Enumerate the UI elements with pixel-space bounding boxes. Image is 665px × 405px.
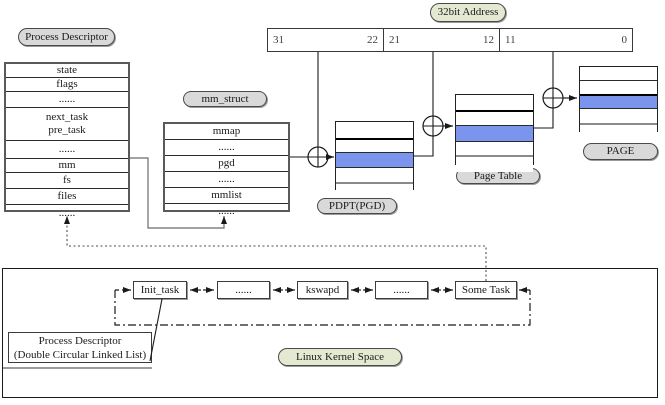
adder-icon	[307, 146, 329, 168]
callout-line1: Process Descriptor	[38, 334, 122, 347]
callout-line2: (Double Circular Linked List)	[13, 348, 147, 361]
task-kswapd: kswapd	[297, 281, 348, 299]
bit-high: 21	[389, 34, 400, 46]
field-row-flags: flags	[6, 78, 128, 92]
field-row-state: state	[6, 64, 128, 78]
address-segment-directory: 31 22	[268, 29, 384, 51]
task-ellipsis: ......	[217, 281, 270, 299]
task-init-task: Init_task	[133, 281, 187, 299]
process-descriptor-label: Process Descriptor	[18, 28, 115, 46]
page-table-row	[456, 142, 533, 157]
page-label: PAGE	[583, 143, 658, 160]
page-table-row	[456, 112, 533, 126]
process-descriptor-table: state flags ...... next_task pre_task ..…	[4, 62, 130, 219]
bit-high: 11	[505, 34, 516, 46]
task-ellipsis: ......	[375, 281, 428, 299]
field-row-ellipsis: ......	[165, 140, 288, 156]
adder-icon	[422, 115, 444, 137]
callout-double-circular-linked-list: Process Descriptor (Double Circular Link…	[8, 332, 152, 363]
linux-kernel-space-label: Linux Kernel Space	[278, 348, 402, 366]
page-frame-table	[579, 66, 658, 139]
field-row-mm: mm	[6, 159, 128, 173]
pdpt-to-adder-line	[414, 136, 434, 157]
field-row-ellipsis: ......	[165, 172, 288, 188]
field-row-ellipsis: ......	[6, 141, 128, 159]
field-row-ellipsis: ......	[58, 207, 76, 219]
page-row	[580, 125, 657, 139]
task-some-task: Some Task	[455, 281, 517, 299]
page-table-row	[456, 95, 533, 112]
page-table	[455, 94, 534, 172]
bit-low: 22	[367, 34, 378, 46]
page-row-highlighted	[580, 96, 657, 109]
pdpt-row-highlighted	[336, 153, 413, 168]
address-segment-offset: 11 0	[500, 29, 632, 51]
pdpt-table	[335, 121, 414, 197]
pdpt-row	[336, 168, 413, 184]
field-row-fs: fs	[6, 173, 128, 189]
field-row-mmlist: mmlist	[165, 188, 288, 204]
pdpt-row	[336, 140, 413, 153]
field-row-pgd: pgd	[165, 156, 288, 172]
32bit-address-label: 32bit Address	[430, 3, 506, 22]
page-row	[580, 81, 657, 96]
bit-low: 0	[621, 34, 628, 46]
field-row-files: files	[6, 189, 128, 205]
bit-high: 31	[273, 34, 284, 46]
page-table-row	[456, 157, 533, 172]
field-pre-task: pre_task	[48, 124, 86, 136]
32bit-address-box: 31 22 21 12 11 0	[267, 28, 633, 52]
page-row	[580, 109, 657, 125]
page-table-row-highlighted	[456, 126, 533, 142]
field-row-ellipsis: ......	[6, 92, 128, 108]
pdpt-row	[336, 184, 413, 197]
pdpt-pgd-label: PDPT(PGD)	[317, 198, 397, 214]
field-next-task: next_task	[45, 111, 89, 123]
bit-low: 12	[483, 34, 494, 46]
address-segment-table: 21 12	[384, 29, 500, 51]
page-row	[580, 67, 657, 81]
mm-struct-label: mm_struct	[183, 91, 267, 107]
field-row-next-pre-task: next_task pre_task	[6, 108, 128, 141]
pdpt-row	[336, 122, 413, 140]
field-row-mmap: mmap	[165, 124, 288, 140]
adder-icon	[542, 87, 564, 109]
pagetable-to-adder-line	[534, 108, 554, 129]
mm-struct-table: mmap ...... pgd ...... mmlist ......	[163, 122, 290, 217]
field-row-ellipsis: ......	[218, 205, 235, 217]
